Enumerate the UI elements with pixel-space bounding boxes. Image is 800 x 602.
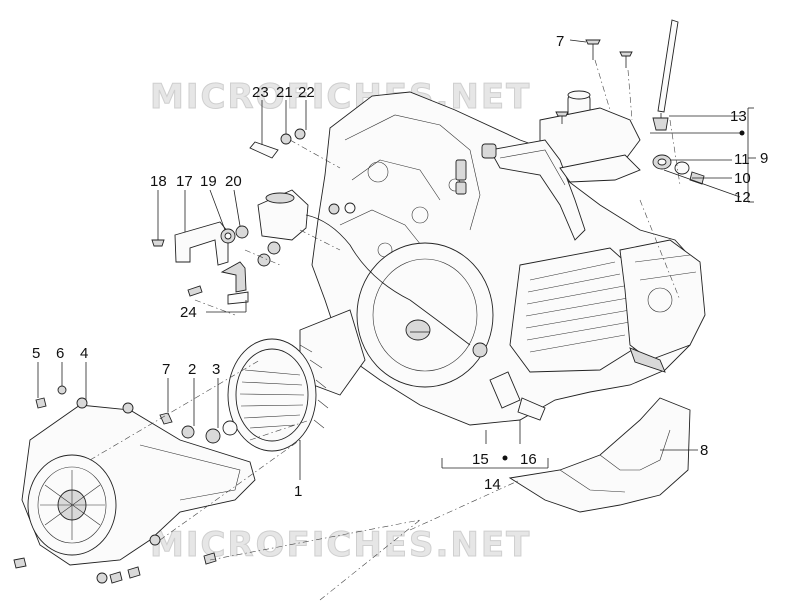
callout-20: 20: [225, 173, 242, 190]
callout-4: 4: [80, 345, 88, 362]
callout-8: 8: [700, 442, 708, 459]
dipstick: [652, 19, 679, 131]
phantom-lines: [89, 59, 681, 601]
callout-6: 6: [56, 345, 64, 362]
callout-7-upper: 7: [556, 33, 564, 50]
callout-12: 12: [734, 189, 751, 206]
callout-5: 5: [32, 345, 40, 362]
callout-19: 19: [200, 173, 217, 190]
leader-lines: [37, 39, 756, 480]
cooling-fan: [227, 338, 329, 452]
callout-labels: 1 2 3 4 5 6 7 7 8 9 10 11 12 13 14 15 16…: [32, 33, 768, 500]
parts-10-11-12: [652, 154, 705, 185]
engine-crankcase: [299, 90, 706, 426]
upper-bracket: [455, 107, 641, 241]
watermark-top: MICROFICHES.NET: [150, 77, 531, 117]
cylinder-fins: [509, 247, 641, 373]
hose-fittings: [472, 342, 546, 421]
callout-16: 16: [520, 451, 537, 468]
shroud-fasteners: [13, 385, 217, 584]
coil-washers: [151, 225, 281, 297]
callout-10: 10: [734, 170, 751, 187]
ignition-coil: [257, 189, 471, 346]
callout-13: 13: [730, 108, 747, 125]
callout-18: 18: [150, 173, 167, 190]
fan-fasteners: [159, 412, 238, 444]
callout-22: 22: [298, 84, 315, 101]
callout-14: 14: [484, 476, 501, 493]
cable-clip-group: [249, 128, 306, 159]
callout-9: 9: [760, 150, 768, 167]
lower-guard: [508, 397, 691, 513]
top-bolts: [555, 39, 633, 124]
callout-2: 2: [188, 361, 196, 378]
coil-bracket: [174, 221, 249, 305]
callout-23: 23: [252, 84, 269, 101]
callout-24: 24: [180, 304, 197, 321]
callout-17: 17: [176, 173, 193, 190]
callout-3: 3: [212, 361, 220, 378]
callout-15: 15: [472, 451, 489, 468]
callout-1: 1: [294, 483, 302, 500]
callout-7-lower: 7: [162, 361, 170, 378]
callout-11: 11: [734, 151, 750, 168]
callout-21: 21: [276, 84, 293, 101]
